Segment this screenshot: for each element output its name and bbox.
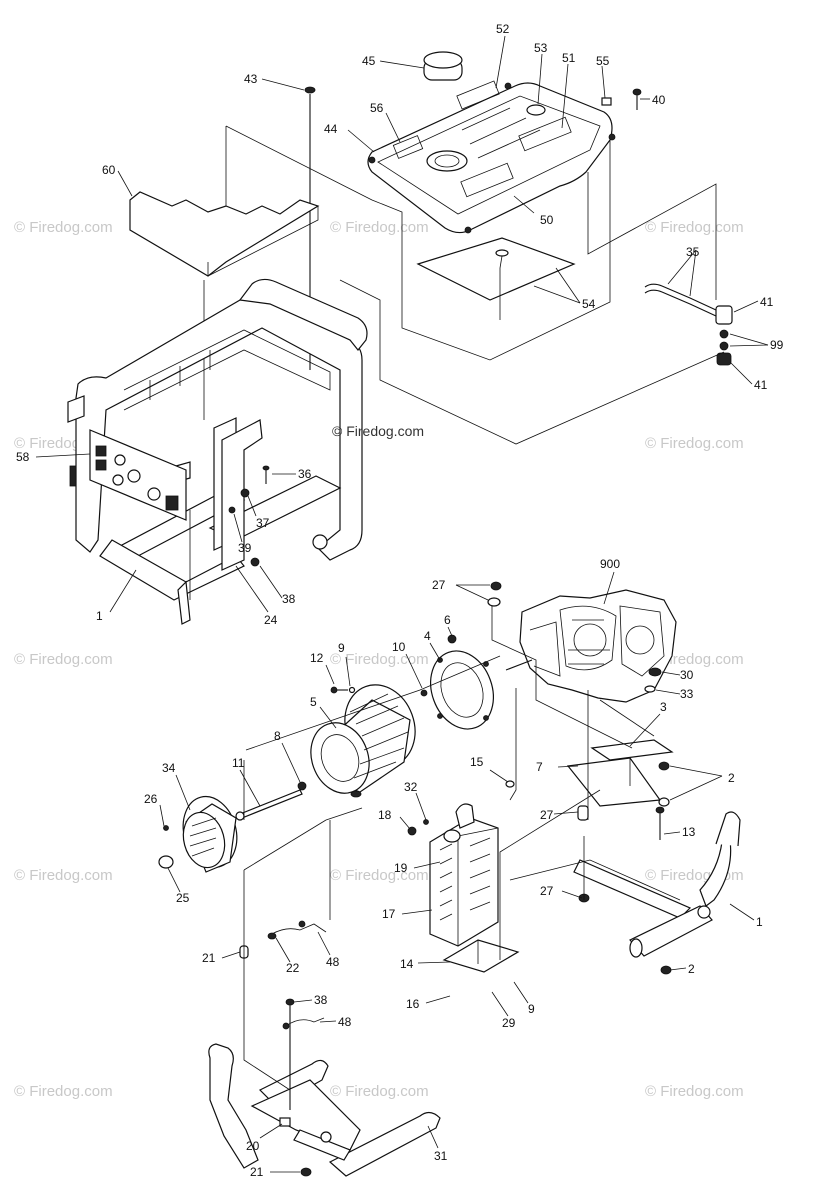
callout-33: 33 [680,687,694,701]
callout-48: 48 [338,1015,352,1029]
callout-39: 39 [238,541,252,555]
callout-34: 34 [162,761,176,775]
callout-22: 22 [286,961,300,975]
callout-35: 35 [686,245,700,259]
watermark: © Firedog.com [645,435,744,452]
muffler [407,780,520,973]
callout-13: 13 [682,825,696,839]
frame-hardware [228,465,270,567]
callout-18: 18 [378,808,392,822]
callout-2: 2 [728,771,735,785]
alternator-adapter [420,634,494,730]
callout-48: 48 [326,955,340,969]
callout-44: 44 [324,122,338,136]
callout-54: 54 [582,297,596,311]
fuel-cap [423,51,463,81]
frame-rail-right [573,811,741,975]
callout-41: 41 [760,295,774,309]
callout-30: 30 [680,668,694,682]
callout-32: 32 [404,780,418,794]
callout-19: 19 [394,861,408,875]
watermark: © Firedog.com [330,651,429,668]
watermark: © Firedog.com [14,867,113,884]
guide-lines-top [203,125,725,445]
callout-16: 16 [406,997,420,1011]
callout-9: 9 [338,641,345,655]
callout-25: 25 [176,891,190,905]
callout-17: 17 [382,907,396,921]
control-panel [69,429,187,521]
callout-55: 55 [596,54,610,68]
callout-6: 6 [444,613,451,627]
callout-52: 52 [496,22,510,36]
callout-36: 36 [298,467,312,481]
callout-56: 56 [370,101,384,115]
callout-10: 10 [392,640,406,654]
callout-20: 20 [246,1139,260,1153]
callout-41: 41 [754,378,768,392]
engine-bolts [487,581,502,607]
callout-43: 43 [244,72,258,86]
callout-2: 2 [688,962,695,976]
end-cover [158,795,238,873]
callout-4: 4 [424,629,431,643]
callout-58: 58 [16,450,30,464]
watermark: © Firedog.com [330,219,429,236]
engine-mount-brackets [566,739,674,903]
fuel-valve [644,283,733,366]
callout-40: 40 [652,93,666,107]
tank-pad [416,237,576,301]
callout-24: 24 [264,613,278,627]
watermark: © Firedog.com [645,219,744,236]
callout-60: 60 [102,163,116,177]
stator-rotor [310,684,416,798]
callout-labels: 43 45 52 53 51 55 40 56 44 60 50 54 35 4… [16,22,784,1179]
callout-7: 7 [536,760,543,774]
callout-31: 31 [434,1149,448,1163]
callout-9: 9 [528,1002,535,1016]
engine [505,589,677,703]
callout-38: 38 [314,993,328,1007]
watermark: © Firedog.com [330,1083,429,1100]
callout-45: 45 [362,54,376,68]
callout-21: 21 [250,1165,264,1179]
frame-base-lower [208,998,441,1177]
center-watermark: © Firedog.com [332,423,424,439]
callout-3: 3 [660,700,667,714]
wiring [239,920,327,1030]
watermark: © Firedog.com [330,867,429,884]
guide-lines-lower [243,606,681,1091]
callout-26: 26 [144,792,158,806]
leader-lines [35,35,769,1173]
watermark: © Firedog.com [14,651,113,668]
callout-8: 8 [274,729,281,743]
callout-27: 27 [540,808,554,822]
callout-12: 12 [310,651,324,665]
callout-1: 1 [756,915,763,929]
callout-51: 51 [562,51,576,65]
callout-50: 50 [540,213,554,227]
callout-15: 15 [470,755,484,769]
watermark: © Firedog.com [14,219,113,236]
callout-11: 11 [232,756,245,770]
frame [67,191,368,625]
callout-38: 38 [282,592,296,606]
callout-99: 99 [770,338,784,352]
callout-37: 37 [256,516,270,530]
callout-53: 53 [534,41,548,55]
watermark: © Firedog.com [645,1083,744,1100]
callout-29: 29 [502,1016,516,1030]
callout-27: 27 [540,884,554,898]
callout-21: 21 [202,951,216,965]
fuel-tank [367,80,616,234]
callout-900: 900 [600,557,620,571]
callout-1: 1 [96,609,103,623]
callout-5: 5 [310,695,317,709]
callout-14: 14 [400,957,414,971]
callout-27: 27 [432,578,446,592]
alternator-small-parts [235,686,356,821]
watermark: © Firedog.com [14,1083,113,1100]
